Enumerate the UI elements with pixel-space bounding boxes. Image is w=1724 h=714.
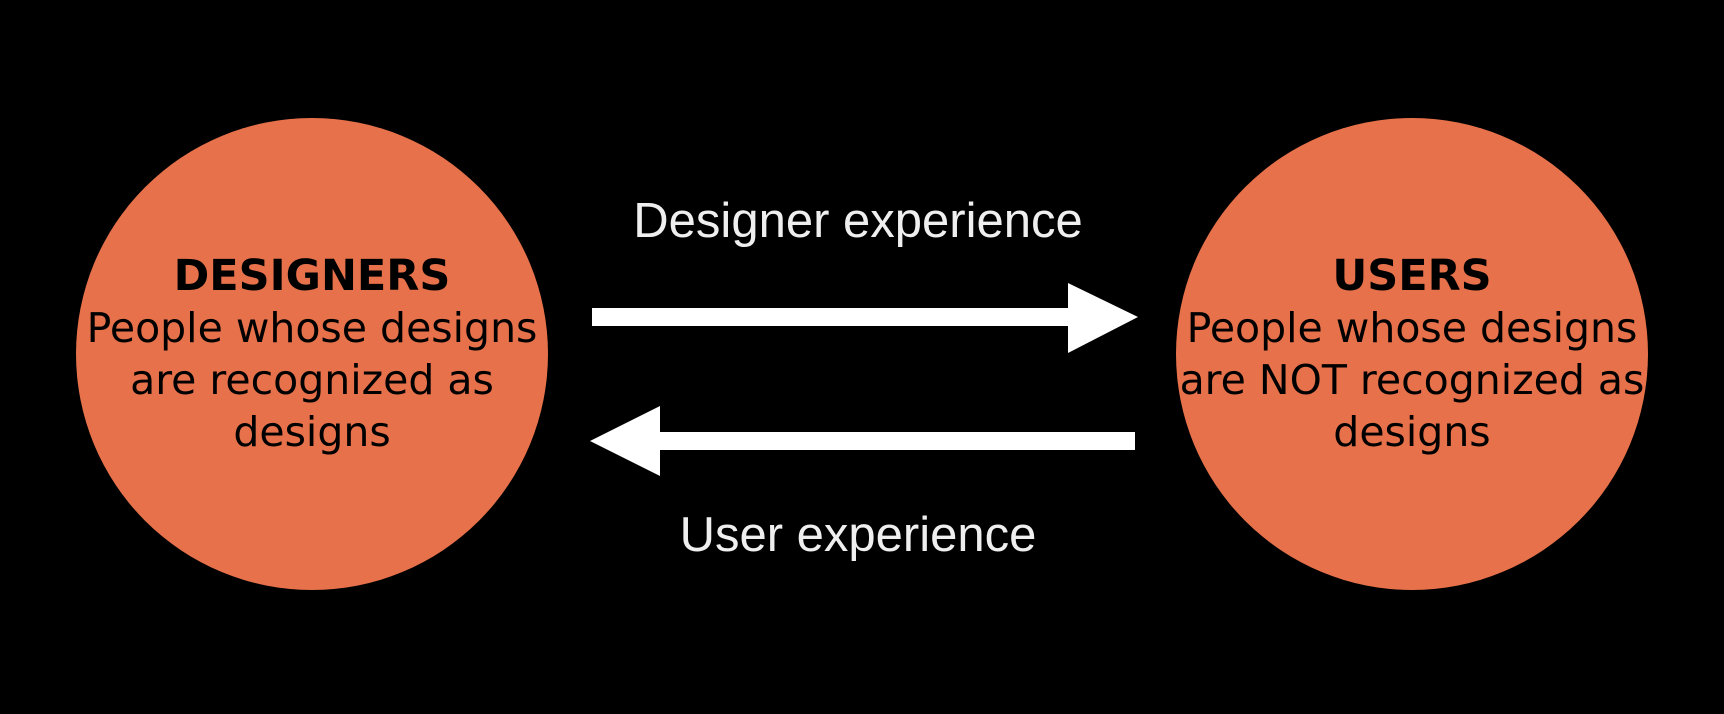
designers-line-2: are recognized as (130, 356, 494, 404)
designers-line-1: People whose designs (86, 304, 538, 352)
designer-experience-label: Designer experience (633, 194, 1083, 248)
users-circle-text: USERS People whose designs are NOT recog… (1180, 250, 1645, 458)
designers-circle: DESIGNERS People whose designs are recog… (76, 118, 548, 590)
user-experience-label: User experience (679, 508, 1037, 562)
users-title: USERS (1332, 251, 1492, 301)
users-line-3: designs (1333, 408, 1491, 456)
users-line-1: People whose designs (1186, 304, 1638, 352)
arrow-right-icon (592, 283, 1138, 353)
arrow-left-icon (590, 406, 1135, 476)
designers-line-3: designs (233, 408, 391, 456)
designers-title: DESIGNERS (173, 251, 451, 301)
users-circle: USERS People whose designs are NOT recog… (1176, 118, 1648, 590)
users-line-2: are NOT recognized as (1179, 356, 1645, 404)
designers-circle-text: DESIGNERS People whose designs are recog… (87, 250, 538, 458)
